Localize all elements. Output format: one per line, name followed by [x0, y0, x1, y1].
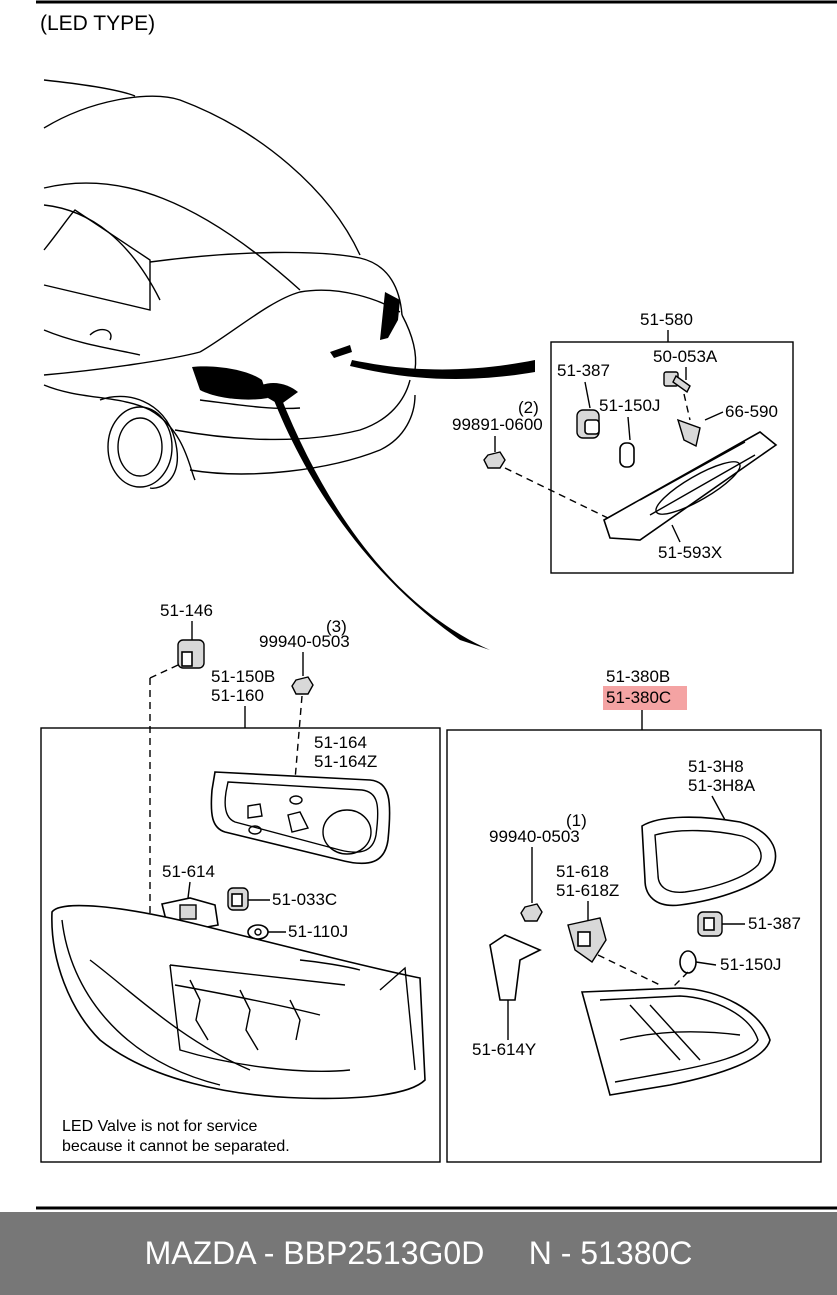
- callout-51-618Z: 51-618Z: [556, 881, 619, 900]
- callout-51-593X: 51-593X: [658, 543, 722, 562]
- nut-part-99940-bottom: [520, 903, 543, 922]
- bulb-socket-part-51-146: [177, 639, 205, 669]
- callout-51-380C: 51-380C: [606, 688, 671, 707]
- callout-99891-0600: 99891-0600: [452, 415, 543, 434]
- callout-51-387-top: 51-387: [557, 361, 610, 380]
- exploded-parts-diagram: (LED TYPE) 51-580 50-053A: [36, 0, 837, 1210]
- outer-rear-combination-lamp-part: [51, 904, 426, 1100]
- leader-sweep-to-license-lamp: [350, 360, 535, 379]
- callout-51-3H8: 51-3H8: [688, 757, 744, 776]
- callout-66-590: 66-590: [725, 402, 778, 421]
- diagram-title: (LED TYPE): [40, 12, 155, 35]
- callout-99940-0503-top: 99940-0503: [259, 632, 350, 651]
- callout-99940-qty-top: (3): [326, 617, 347, 636]
- connector-part-51-033C: [227, 887, 249, 911]
- callout-51-614Y: 51-614Y: [472, 1040, 536, 1059]
- outer-lamp-silhouette: [192, 366, 268, 400]
- callout-51-164: 51-164: [314, 733, 367, 752]
- bulb-part-51-150J: [679, 950, 697, 974]
- callout-51-150J-top: 51-150J: [599, 396, 660, 415]
- clip-part: [676, 418, 701, 448]
- car-rear-illustration: [43, 79, 535, 650]
- callout-51-160: 51-160: [211, 686, 264, 705]
- outer-lamp-box: [40, 727, 441, 1163]
- socket-part-51-618: [567, 917, 607, 963]
- inner-lamp-box: [446, 729, 822, 1163]
- wedge-bulb-part: [619, 442, 635, 468]
- footer-part-number-text: MAZDA - BBP2513G0D N - 51380C: [144, 1235, 693, 1271]
- highlight-51-380C: [603, 686, 687, 710]
- callout-99940-qty-bottom: (1): [566, 811, 587, 830]
- bulb-socket-part-51-387: [697, 911, 723, 937]
- callout-51-618: 51-618: [556, 862, 609, 881]
- screw-part: [663, 371, 691, 394]
- nut-part-99940-top: [291, 676, 314, 695]
- callout-99940-0503-bottom: 99940-0503: [489, 827, 580, 846]
- inner-gasket-part: [641, 816, 777, 907]
- callout-99891-qty: (2): [518, 398, 539, 417]
- note-line-1: LED Valve is not for service: [62, 1118, 257, 1135]
- callout-51-3H8A: 51-3H8A: [688, 776, 756, 795]
- callout-51-380B: 51-380B: [606, 667, 670, 686]
- part-number-footer: MAZDA - BBP2513G0D N - 51380C: [0, 1212, 837, 1295]
- nut-part-99891: [483, 451, 506, 469]
- callout-51-033C: 51-033C: [272, 890, 337, 909]
- callout-50-053A: 50-053A: [653, 347, 718, 366]
- note-line-2: because it cannot be separated.: [62, 1138, 290, 1155]
- callout-51-164Z: 51-164Z: [314, 752, 377, 771]
- callout-51-150B: 51-150B: [211, 667, 275, 686]
- bulb-socket-part: [576, 409, 600, 439]
- callout-51-580: 51-580: [640, 310, 693, 329]
- callout-51-614: 51-614: [162, 862, 215, 881]
- callout-51-146: 51-146: [160, 601, 213, 620]
- bracket-part-51-614Y: [489, 934, 542, 1001]
- license-lamp-housing-part: [603, 431, 778, 541]
- license-lamp-box: [550, 341, 794, 574]
- callout-51-387-bottom: 51-387: [748, 914, 801, 933]
- callout-51-110J: 51-110J: [288, 922, 348, 941]
- callout-51-150J-bottom: 51-150J: [720, 955, 781, 974]
- gasket-part: [210, 771, 391, 865]
- inner-rear-lamp-part: [580, 987, 771, 1096]
